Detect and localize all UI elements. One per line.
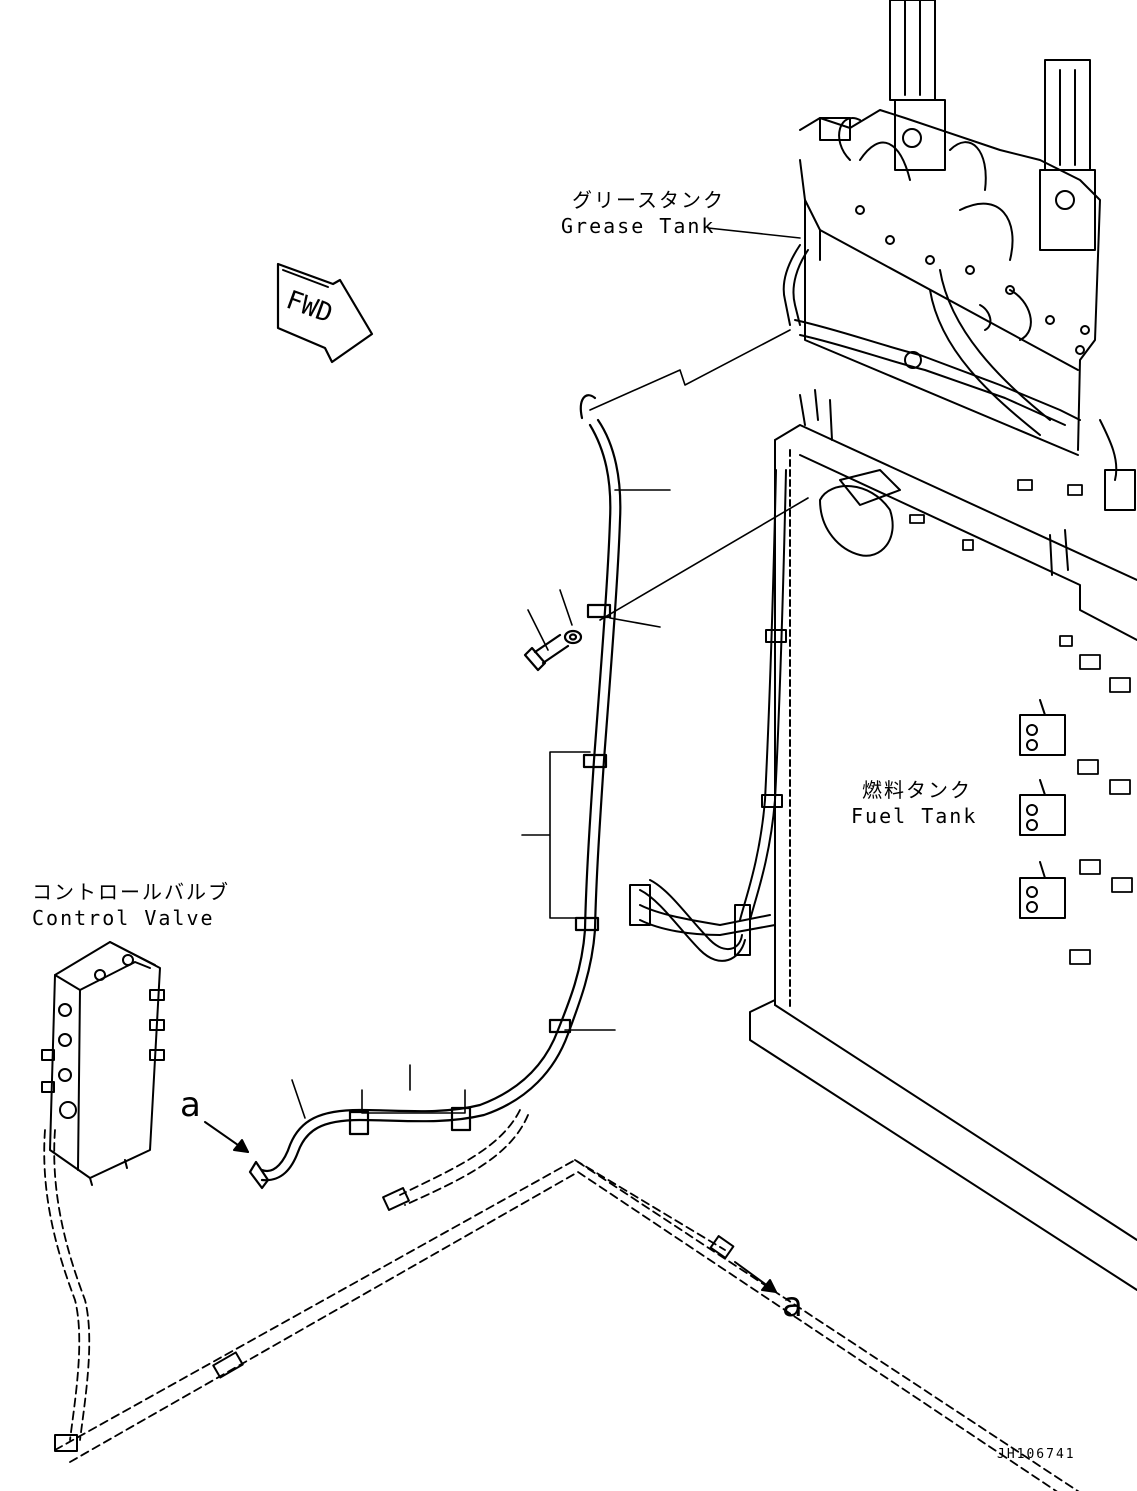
control-valve-label-en: Control Valve	[32, 906, 215, 930]
fuel-tank-label-en: Fuel Tank	[851, 804, 978, 828]
fuel-tank	[749, 389, 1137, 1291]
grease-tank-label-en: Grease Tank	[561, 214, 716, 238]
line-fittings	[54, 1187, 735, 1452]
fuel-tank-label-jp: 燃料タンク	[862, 778, 972, 802]
leader-lines	[291, 227, 809, 1119]
grease-tank-label-jp: グリースタンク	[572, 188, 725, 212]
grease-hose	[248, 394, 622, 1190]
grease-supply-line	[782, 244, 1081, 426]
drawing-number: JH106741	[997, 1447, 1076, 1462]
control-valve	[41, 941, 165, 1186]
fuel-tank-hose	[629, 469, 787, 962]
fuel-tank-valves	[1019, 699, 1066, 919]
forward-arrow-icon: FWD	[276, 262, 374, 364]
connector-a-label-bottom: a	[782, 1285, 803, 1325]
connector-a-label-top: a	[180, 1085, 201, 1125]
hidden-routing-lines	[43, 1109, 1080, 1491]
control-valve-label-jp: コントロールバルブ	[32, 880, 230, 904]
grease-tank	[799, 0, 1101, 456]
connector-arrows	[204, 1121, 777, 1293]
